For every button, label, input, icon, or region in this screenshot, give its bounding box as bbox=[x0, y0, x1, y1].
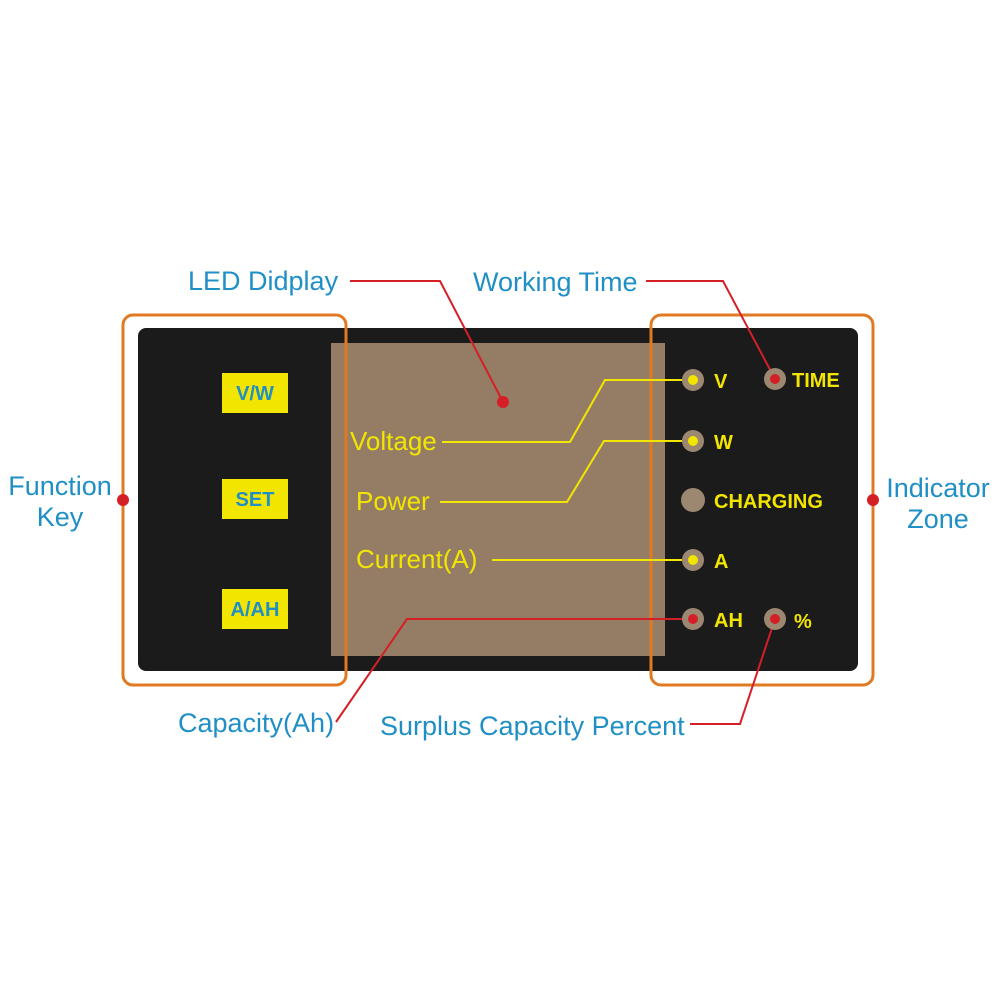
capacity-callout: Capacity(Ah) bbox=[178, 708, 334, 738]
led-display-window bbox=[331, 343, 665, 656]
capacity-leader bbox=[335, 618, 693, 723]
ah-indicator-label: AH bbox=[714, 610, 743, 632]
function-key-dot bbox=[117, 494, 129, 506]
v-indicator: V bbox=[682, 369, 728, 393]
led-display-callout: LED Didplay bbox=[188, 266, 339, 296]
vw-key-body bbox=[222, 373, 288, 413]
aah-key-label: A/AH bbox=[231, 599, 280, 621]
vw-key[interactable]: V/W bbox=[222, 373, 288, 413]
a-led-dot bbox=[688, 555, 698, 565]
aah-key-body bbox=[222, 589, 288, 629]
charging-indicator: CHARGING bbox=[681, 488, 823, 513]
charging-indicator-label: CHARGING bbox=[714, 491, 823, 513]
function-key-callout-line1: Function bbox=[8, 471, 112, 501]
v-led-dot bbox=[688, 375, 698, 385]
led-display-leader bbox=[350, 280, 504, 403]
charging-led bbox=[681, 488, 705, 512]
percent-indicator: % bbox=[764, 608, 812, 633]
time-led-dot bbox=[770, 374, 780, 384]
a-indicator-label: A bbox=[714, 551, 728, 573]
voltage-label: Voltage bbox=[350, 426, 437, 456]
w-indicator: W bbox=[682, 430, 733, 454]
ah-led-dot bbox=[688, 614, 698, 624]
indicator-zone-callout-line2: Zone bbox=[907, 504, 969, 534]
power-label: Power bbox=[356, 486, 430, 516]
time-indicator: TIME bbox=[764, 368, 840, 392]
set-key[interactable]: SET bbox=[222, 479, 288, 519]
ah-indicator: AH bbox=[682, 608, 743, 632]
a-indicator: A bbox=[682, 549, 728, 573]
percent-indicator-label: % bbox=[794, 611, 812, 633]
led-display-dot bbox=[497, 396, 509, 408]
w-led-dot bbox=[688, 436, 698, 446]
working-time-leader bbox=[646, 280, 776, 380]
w-indicator-label: W bbox=[714, 432, 733, 454]
indicator-zone-callout-line1: Indicator bbox=[886, 473, 990, 503]
indicator-zone-dot bbox=[867, 494, 879, 506]
aah-key[interactable]: A/AH bbox=[222, 589, 288, 629]
voltage-leader bbox=[442, 379, 693, 443]
surplus-leader bbox=[690, 618, 776, 725]
set-key-label: SET bbox=[236, 489, 275, 511]
vw-key-label: V/W bbox=[236, 383, 274, 405]
power-leader bbox=[440, 440, 693, 503]
current-label: Current(A) bbox=[356, 544, 477, 574]
working-time-callout: Working Time bbox=[473, 267, 638, 297]
percent-led-dot bbox=[770, 614, 780, 624]
function-key-callout-line2: Key bbox=[37, 502, 84, 532]
surplus-callout: Surplus Capacity Percent bbox=[380, 711, 685, 741]
v-indicator-label: V bbox=[714, 371, 728, 393]
set-key-body bbox=[222, 479, 288, 519]
time-indicator-label: TIME bbox=[792, 370, 840, 392]
